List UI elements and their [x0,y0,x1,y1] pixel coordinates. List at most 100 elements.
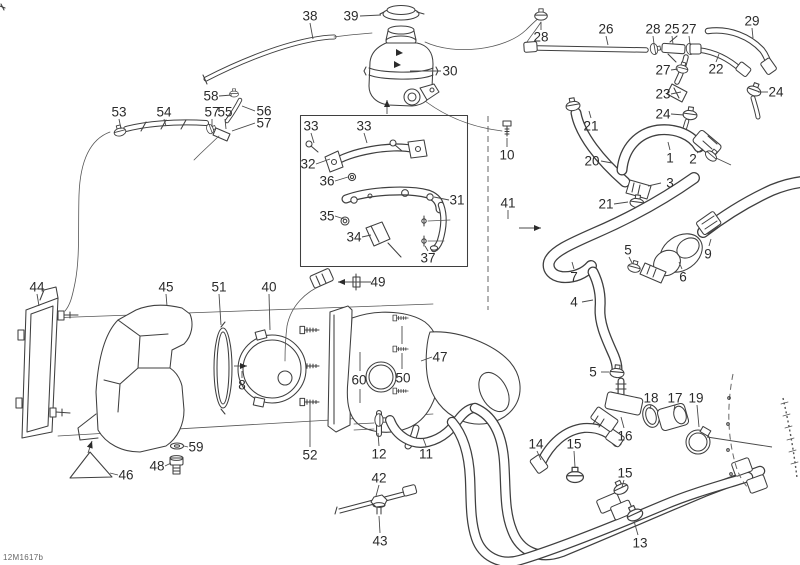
hose-11 [353,403,480,448]
callout-57a: 57 [204,105,219,120]
extra-line-5 [715,157,732,166]
radiator-44 [15,286,79,439]
pump-inlet [639,262,667,284]
lower-hose-run-2 [446,416,768,565]
callout-54: 54 [156,105,172,120]
callout-40: 40 [261,280,276,295]
screw-37-upper [421,215,451,227]
callout-36: 36 [319,174,334,189]
callout-44: 44 [29,280,45,295]
callout-59: 59 [188,440,203,455]
leader-46 [109,472,119,476]
callout-11: 11 [419,447,433,462]
phantom-body-panel [726,373,799,491]
callout-24a: 24 [655,107,671,122]
coupler-17 [656,402,690,432]
callout-5b: 5 [589,365,597,380]
leader-32 [315,158,331,165]
extra-line-4 [706,436,773,448]
leader-36 [334,176,349,182]
callout-45: 45 [158,280,173,295]
fitting-9 [696,211,722,236]
leader-45 [165,293,168,307]
leader-2 [696,148,704,154]
screw-37-lower [421,235,445,247]
clamp-28a [534,8,548,21]
callout-15a: 15 [566,437,581,452]
callout-52: 52 [302,448,317,463]
leader-16 [620,416,625,429]
leader-33a [310,132,315,144]
hose-29 [704,27,777,75]
leader-34 [361,234,372,238]
leader-15a [573,450,576,468]
leader-22 [715,53,720,63]
callout-14: 14 [528,437,544,452]
leader-27a [688,35,691,45]
leader-56 [241,105,256,112]
callout-26: 26 [598,22,613,37]
callout-34: 34 [346,230,362,245]
callout-22: 22 [708,62,723,77]
tank-outlet-line [419,96,503,132]
leader-37 [424,245,429,252]
callout-4: 4 [570,295,578,310]
shroud-45 [77,304,193,453]
leader-38 [309,22,314,40]
callout-33b: 33 [356,119,371,134]
callout-7: 7 [570,270,578,285]
callout-15b: 15 [617,466,632,481]
callout-8: 8 [238,378,246,393]
clamp-5a [626,258,643,275]
bolt-43 [370,494,388,515]
leader-33b [363,132,368,144]
pump-outlet-hose [697,176,800,238]
screw-33-right [389,139,403,152]
callout-51: 51 [211,280,226,295]
callout-50: 50 [395,371,410,386]
leader-26 [605,35,609,46]
callout-43: 43 [372,534,387,549]
arrow-46-head [86,441,93,449]
leader-55 [224,118,227,130]
leader-5a [628,256,633,264]
callout-16: 16 [617,429,632,444]
leader-12 [377,432,380,447]
leader-17 [673,404,676,411]
callout-19: 19 [688,391,703,406]
callout-47: 47 [432,350,447,365]
callout-13: 13 [632,536,647,551]
leader-3 [647,182,662,187]
callout-6: 6 [679,270,687,285]
bleed-hose-cluster [112,88,243,161]
callout-27a: 27 [681,22,696,37]
callout-29: 29 [744,14,759,29]
leader-11 [422,437,427,447]
callout-18: 18 [643,391,658,406]
hose-4 [587,266,623,375]
callout-41: 41 [500,196,515,211]
leader-31 [433,196,450,201]
water-pump-6 [626,211,722,284]
callout-37: 37 [420,251,435,266]
callout-58: 58 [203,89,218,104]
callout-27b: 27 [655,63,670,78]
callout-28a: 28 [533,30,548,45]
doc-code: 12M1617b [3,553,44,562]
leader-54 [163,118,167,127]
callout-55: 55 [217,105,232,120]
callout-32: 32 [300,157,315,172]
leader-6 [678,261,683,270]
hose-1 [616,124,722,176]
hose-14 [529,422,625,484]
leader-57b [231,122,256,132]
callout-17: 17 [667,391,682,406]
leader-24a [670,113,685,116]
leader-21b [613,201,629,205]
leader-44 [36,293,40,307]
tee-fitting-16 [590,363,712,455]
screw-33-left [305,140,319,153]
leader-14 [536,450,542,461]
